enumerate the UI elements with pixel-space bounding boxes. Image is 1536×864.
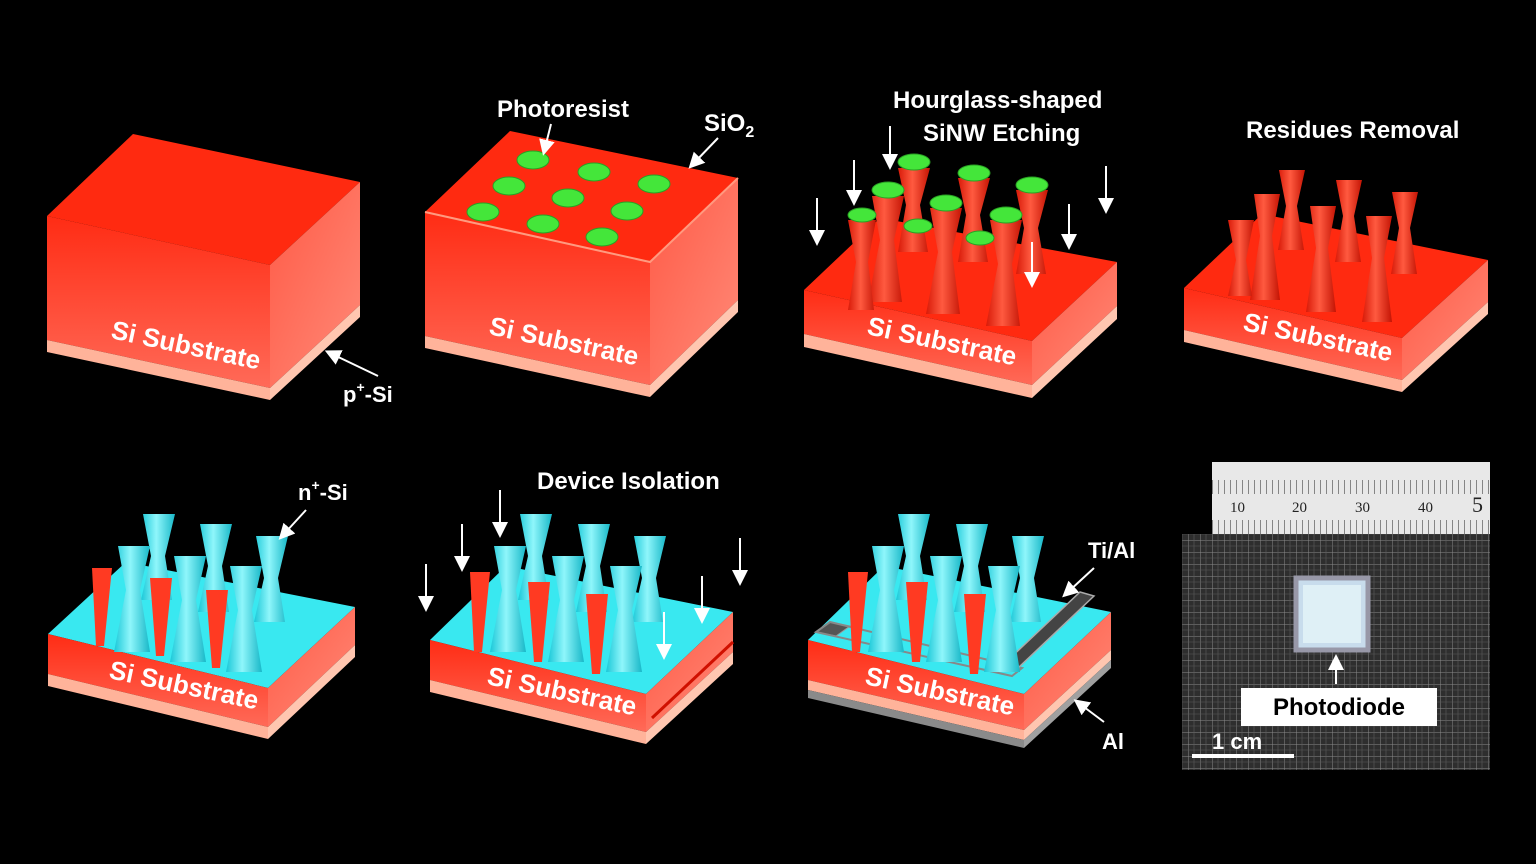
nanowires [868,514,1044,672]
nanowires [114,514,288,672]
svg-text:20: 20 [1292,500,1307,516]
p-si-label: p+-Si [343,379,393,407]
photodiode-label: Photodiode [1273,694,1405,721]
svg-text:40: 40 [1418,500,1433,516]
panel-si-substrate: Si Substrate p+-Si [47,134,393,407]
panel-photoresist: Si Substrate Photoresist SiO2 [424,96,754,397]
device-isolation-label: Device Isolation [537,468,720,495]
panel-device-photo: 10 20 30 40 5 Photodiode 1 cm [1182,462,1490,770]
etching-label-line1: Hourglass-shaped [893,87,1102,114]
svg-text:5: 5 [1472,492,1483,517]
residues-label: Residues Removal [1246,117,1459,144]
nanowires [1228,170,1418,322]
al-label: Al [1102,729,1124,754]
photoresist-label: Photoresist [497,96,629,123]
panel-residues-removal: Si Substrate Residues Removal [1184,117,1488,392]
svg-text:30: 30 [1355,500,1370,516]
scale-label: 1 cm [1212,729,1262,754]
ti-al-label: Ti/Al [1088,538,1135,563]
ruler [1212,462,1490,534]
n-si-label: n+-Si [298,477,348,505]
ruler-ticks: 10 20 30 40 5 [1230,492,1483,517]
nanowires [490,514,666,672]
photodiode-label-box [1241,688,1437,726]
panel-device-isolation: Si Substrate Device Isolation [418,468,748,744]
nanowires [848,168,1048,326]
panel-n-doping: Si Substrate n+-Si [48,477,355,739]
panel-metallization: Si Substrate Ti/Al Al [808,514,1135,754]
etching-label-line2: SiNW Etching [923,120,1080,147]
svg-text:10: 10 [1230,500,1245,516]
panel-hourglass-etching: Si Substrate Hourglass-shaped SiNW Etchi… [804,87,1117,398]
sio2-label: SiO2 [704,110,754,141]
